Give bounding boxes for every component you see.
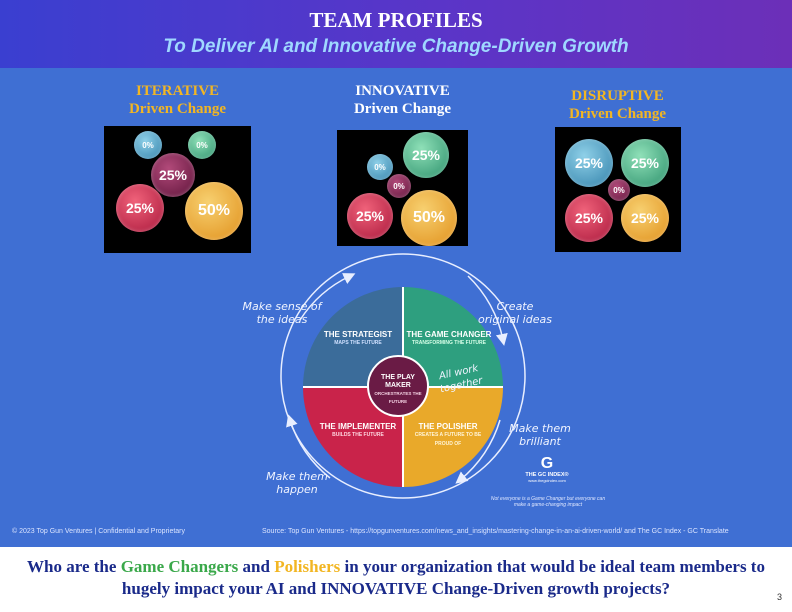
bubble: 0% <box>367 154 393 180</box>
make-brilliant-note: Make them brilliant <box>509 422 571 448</box>
iterative-title: ITERATIVE Driven Change <box>105 82 250 118</box>
iterative-label: ITERATIVE <box>135 83 220 99</box>
bubble: 25% <box>151 153 195 197</box>
innovative-sub: Driven Change <box>353 101 452 117</box>
innovative-title: INNOVATIVE Driven Change <box>330 82 475 118</box>
bubble: 0% <box>188 131 216 159</box>
cycle-arrow <box>299 273 356 321</box>
bubble: 25% <box>347 193 393 239</box>
bubble: 0% <box>134 131 162 159</box>
page-number: 3 <box>776 592 782 602</box>
innovative-label: INNOVATIVE <box>355 83 450 99</box>
cycle-ring <box>280 253 526 499</box>
gamechanger-tag: TRANSFORMING THE FUTURE <box>412 340 486 346</box>
disruptive-sub: Driven Change <box>568 106 667 122</box>
cycle-arrow <box>286 414 331 479</box>
iterative-panel: 0% 0% 25% 25% 50% <box>104 126 251 253</box>
strategist-name: THE STRATEGIST <box>323 330 393 339</box>
question-text: Who are the Game Changers and Polishers … <box>20 556 772 600</box>
gc-index-logo: G THE GC INDEX® www.thegcindex.com <box>518 455 576 484</box>
question-part: in your organization that would be ideal… <box>121 557 765 598</box>
make-sense-note: Make sense of the ideas <box>242 300 322 326</box>
bubble: 25% <box>621 194 669 242</box>
implementer-name: THE IMPLEMENTER <box>319 422 397 431</box>
question-part: Who are the <box>27 557 121 576</box>
game-changers-highlight: Game Changers <box>120 557 239 576</box>
implementer-label: THE IMPLEMENTER BUILDS THE FUTURE <box>318 422 398 440</box>
polisher-name: THE POLISHER <box>418 422 478 431</box>
playmaker-name: THE PLAY MAKER <box>381 374 415 389</box>
cycle-arrow <box>455 419 501 484</box>
create-ideas-note: Create original ideas <box>478 300 552 326</box>
polisher-segment <box>403 387 503 487</box>
cycle-arrow <box>467 275 508 346</box>
playmaker-tag: ORCHESTRATES THE FUTURE <box>374 391 422 404</box>
polisher-tag: CREATES A FUTURE TO BE PROUD OF <box>414 432 482 447</box>
gc-note: Not everyone is a Game Changer but every… <box>490 496 606 508</box>
header-bar <box>0 0 792 68</box>
bubble: 50% <box>401 190 457 246</box>
page-subtitle: To Deliver AI and Innovative Change-Driv… <box>163 36 629 57</box>
bubble: 25% <box>621 139 669 187</box>
copyright: © 2023 Top Gun Ventures | Confidential a… <box>12 528 186 535</box>
polisher-label: THE POLISHER CREATES A FUTURE TO BE PROU… <box>408 422 488 449</box>
gc-index-url: www.thegcindex.com <box>528 478 566 483</box>
polishers-highlight: Polishers <box>274 557 341 576</box>
bubble: 25% <box>565 139 613 187</box>
bubble: 25% <box>565 194 613 242</box>
iterative-sub: Driven Change <box>128 101 227 117</box>
playmaker-label: THE PLAY MAKER ORCHESTRATES THE FUTURE <box>368 374 428 406</box>
gc-index-name: THE GC INDEX® <box>525 472 569 478</box>
disruptive-title: DISRUPTIVE Driven Change <box>545 87 690 123</box>
gamechanger-name: THE GAME CHANGER <box>406 330 492 339</box>
bubble: 0% <box>387 174 411 198</box>
source-note: Source: Top Gun Ventures - https://topgu… <box>262 528 729 535</box>
make-happen-note: Make them happen <box>266 470 328 496</box>
question-area <box>0 547 792 612</box>
strategist-label: THE STRATEGIST MAPS THE FUTURE <box>318 330 398 348</box>
strategist-segment <box>303 287 403 387</box>
gamechanger-label: THE GAME CHANGER TRANSFORMING THE FUTURE <box>406 330 492 348</box>
playmaker-center <box>367 355 429 417</box>
gamechanger-segment <box>403 287 503 387</box>
disruptive-panel: 25% 25% 0% 25% 25% <box>555 127 681 252</box>
page-title: TEAM PROFILES <box>309 8 483 32</box>
innovative-panel: 25% 0% 0% 25% 50% <box>337 130 468 246</box>
bubble: 50% <box>185 182 243 240</box>
bubble: 25% <box>403 132 449 178</box>
implementer-tag: BUILDS THE FUTURE <box>332 432 384 438</box>
disruptive-label: DISRUPTIVE <box>571 88 664 104</box>
gc-logo-icon: G <box>540 455 554 472</box>
bubble: 25% <box>116 184 164 232</box>
implementer-segment <box>303 387 403 487</box>
question-part: and <box>238 557 275 576</box>
bubble: 0% <box>608 179 630 201</box>
strategist-tag: MAPS THE FUTURE <box>334 340 382 346</box>
